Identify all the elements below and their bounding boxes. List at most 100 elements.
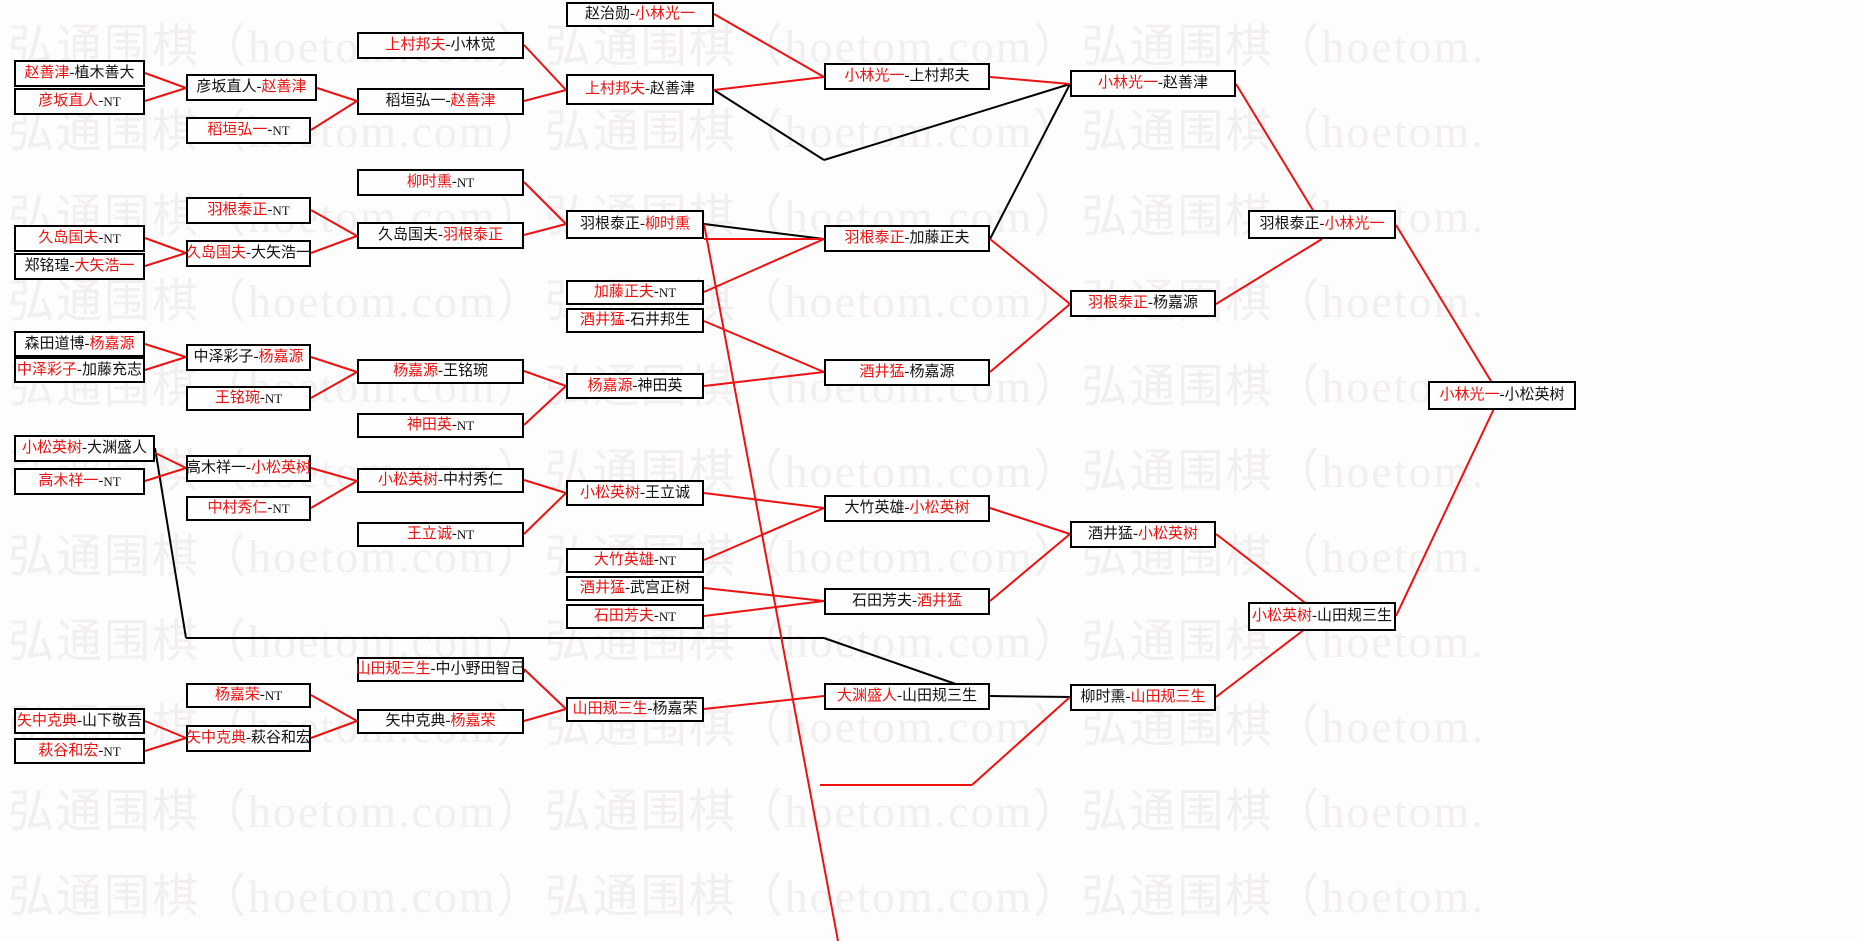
match-box[interactable]: 羽根泰正-加藤正夫 bbox=[824, 225, 990, 252]
match-box[interactable]: 高木祥一-NT bbox=[14, 468, 145, 495]
match-box[interactable]: 羽根泰正-柳时熏 bbox=[566, 210, 704, 239]
name-separator: - bbox=[256, 79, 262, 95]
match-box[interactable]: 酒井猛-石井邦生 bbox=[566, 308, 704, 333]
watermark-text: 弘通围棋（hoetom.com）弘通围棋（hoetom.com）弘通围棋（hoe… bbox=[8, 21, 1485, 72]
match-box[interactable]: 大竹英雄-小松英树 bbox=[824, 495, 990, 522]
match-box[interactable]: 赵治勋-小林光一 bbox=[566, 2, 714, 27]
player-one-name: 石田芳夫 bbox=[593, 608, 654, 624]
connector-line-red bbox=[703, 320, 825, 373]
match-box[interactable]: 柳时熏-NT bbox=[357, 169, 524, 196]
match-box[interactable]: 彦坂直人-NT bbox=[14, 88, 145, 115]
match-box[interactable]: 中泽彩子-加藤充志 bbox=[14, 357, 145, 383]
match-box[interactable]: 羽根泰正-小林光一 bbox=[1248, 210, 1396, 239]
connector-line-red bbox=[310, 694, 358, 722]
match-box[interactable]: 稻垣弘一-赵善津 bbox=[357, 88, 524, 115]
connector-line-black bbox=[713, 89, 825, 161]
match-box[interactable]: 酒井猛-小松英树 bbox=[1070, 521, 1216, 548]
player-one-name: 小林光一 bbox=[1097, 75, 1158, 91]
name-separator: - bbox=[653, 284, 659, 300]
match-box[interactable]: 羽根泰正-杨嘉源 bbox=[1070, 290, 1216, 317]
match-box[interactable]: 矢中克典-杨嘉荣 bbox=[357, 709, 524, 734]
match-box[interactable]: 小林光一-小松英树 bbox=[1428, 381, 1576, 410]
match-box[interactable]: 中泽彩子-杨嘉源 bbox=[186, 344, 311, 371]
match-box[interactable]: 柳时熏-山田规三生 bbox=[1070, 684, 1216, 711]
player-one-name: 赵善津 bbox=[24, 65, 70, 81]
match-box[interactable]: 上村邦夫-小林觉 bbox=[357, 32, 524, 59]
match-box[interactable]: 神田英-NT bbox=[357, 413, 524, 438]
player-one-name: 山田规三生 bbox=[572, 701, 648, 717]
match-box[interactable]: 稻垣弘一-NT bbox=[186, 117, 311, 144]
match-box[interactable]: 大竹英雄-NT bbox=[566, 548, 704, 573]
player-one-name: 稻垣弘一 bbox=[385, 93, 446, 109]
match-box[interactable]: 小林光一-上村邦夫 bbox=[824, 63, 990, 90]
match-box[interactable]: 石田芳夫-NT bbox=[566, 604, 704, 629]
match-box[interactable]: 山田规三生-杨嘉荣 bbox=[566, 697, 704, 722]
name-separator: - bbox=[904, 68, 910, 84]
match-box[interactable]: 小松英树-山田规三生 bbox=[1248, 602, 1396, 631]
match-box[interactable]: 杨嘉荣-NT bbox=[186, 683, 311, 708]
connector-line-red bbox=[703, 371, 825, 387]
match-box[interactable]: 杨嘉源-神田英 bbox=[566, 373, 704, 399]
connector-line-red bbox=[144, 467, 187, 482]
connector-line-red bbox=[1215, 238, 1323, 305]
match-box[interactable]: 石田芳夫-酒井猛 bbox=[824, 588, 990, 615]
player-two-name: 神田英 bbox=[637, 377, 683, 394]
player-one-name: 赵治勋 bbox=[584, 6, 630, 22]
connector-line-red bbox=[310, 235, 358, 254]
match-box[interactable]: 彦坂直人-赵善津 bbox=[186, 74, 317, 101]
player-two-name: 小林光一 bbox=[1324, 216, 1385, 232]
match-box[interactable]: 王铭琬-NT bbox=[186, 386, 311, 411]
match-box[interactable]: 矢中克典-山下敬吾 bbox=[14, 708, 145, 734]
player-two-name: NT bbox=[103, 231, 121, 246]
match-box[interactable]: 山田规三生-中小野田智己 bbox=[355, 657, 526, 682]
player-two-name: 山下敬吾 bbox=[82, 712, 143, 729]
match-box[interactable]: 大渊盛人-山田规三生 bbox=[824, 683, 990, 710]
match-box[interactable]: 小林光一-赵善津 bbox=[1070, 70, 1236, 97]
player-two-name: 大矢浩一 bbox=[251, 245, 312, 261]
match-box[interactable]: 羽根泰正-NT bbox=[186, 197, 311, 224]
player-two-name: 加藤正夫 bbox=[909, 230, 970, 246]
connector-line-red bbox=[1395, 395, 1501, 617]
player-two-name: 杨嘉源 bbox=[258, 349, 304, 365]
match-box[interactable]: 赵善津-植木善大 bbox=[14, 60, 145, 87]
player-one-name: 高木祥一 bbox=[38, 473, 99, 489]
name-separator: - bbox=[451, 417, 457, 433]
player-one-name: 羽根泰正 bbox=[579, 216, 640, 232]
match-box[interactable]: 中村秀仁-NT bbox=[186, 496, 311, 521]
match-box[interactable]: 小松英树-中村秀仁 bbox=[357, 468, 524, 493]
match-box[interactable]: 上村邦夫-赵善津 bbox=[566, 74, 714, 105]
connector-line-red bbox=[989, 507, 1071, 535]
match-box[interactable]: 小松英树-王立诚 bbox=[566, 480, 704, 506]
match-box[interactable]: 小松英树-大渊盛人 bbox=[14, 435, 155, 462]
match-box[interactable]: 酒井猛-杨嘉源 bbox=[824, 359, 990, 386]
connector-line-red bbox=[523, 708, 567, 722]
match-box[interactable]: 加藤正夫-NT bbox=[566, 280, 704, 305]
connector-line-red bbox=[144, 87, 187, 102]
match-box[interactable]: 酒井猛-武宫正树 bbox=[566, 576, 704, 601]
match-box[interactable]: 久岛国夫-羽根泰正 bbox=[357, 222, 524, 249]
player-two-name: 山田规三生 bbox=[902, 688, 978, 704]
player-one-name: 彦坂直人 bbox=[38, 93, 99, 109]
match-box[interactable]: 矢中克典-萩谷和宏 bbox=[186, 725, 311, 752]
player-one-name: 羽根泰正 bbox=[207, 202, 268, 218]
name-separator: - bbox=[430, 661, 436, 677]
player-two-name: 王立诚 bbox=[645, 484, 691, 501]
match-box[interactable]: 久岛国夫-大矢浩一 bbox=[186, 240, 311, 267]
player-one-name: 高木祥一 bbox=[185, 460, 246, 476]
name-separator: - bbox=[77, 361, 82, 378]
connector-line-red bbox=[310, 100, 358, 131]
match-box[interactable]: 杨嘉源-王铭琬 bbox=[357, 359, 524, 384]
match-box[interactable]: 高木祥一-小松英树 bbox=[186, 455, 311, 482]
connector-line-black bbox=[703, 223, 825, 240]
connector-line-red bbox=[989, 238, 1071, 305]
player-two-name: NT bbox=[103, 743, 121, 759]
match-box[interactable]: 王立诚-NT bbox=[357, 522, 524, 547]
match-box[interactable]: 森田道博-杨嘉源 bbox=[14, 331, 145, 357]
match-box[interactable]: 萩谷和宏-NT bbox=[14, 738, 145, 764]
player-two-name: 杨嘉源 bbox=[1153, 295, 1199, 311]
name-separator: - bbox=[246, 730, 251, 746]
match-box[interactable]: 久岛国夫-NT bbox=[14, 225, 145, 252]
connector-line-red bbox=[144, 343, 187, 358]
match-box[interactable]: 郑铭瑝-大矢浩一 bbox=[14, 253, 145, 280]
player-two-name: 柳时熏 bbox=[645, 216, 691, 232]
